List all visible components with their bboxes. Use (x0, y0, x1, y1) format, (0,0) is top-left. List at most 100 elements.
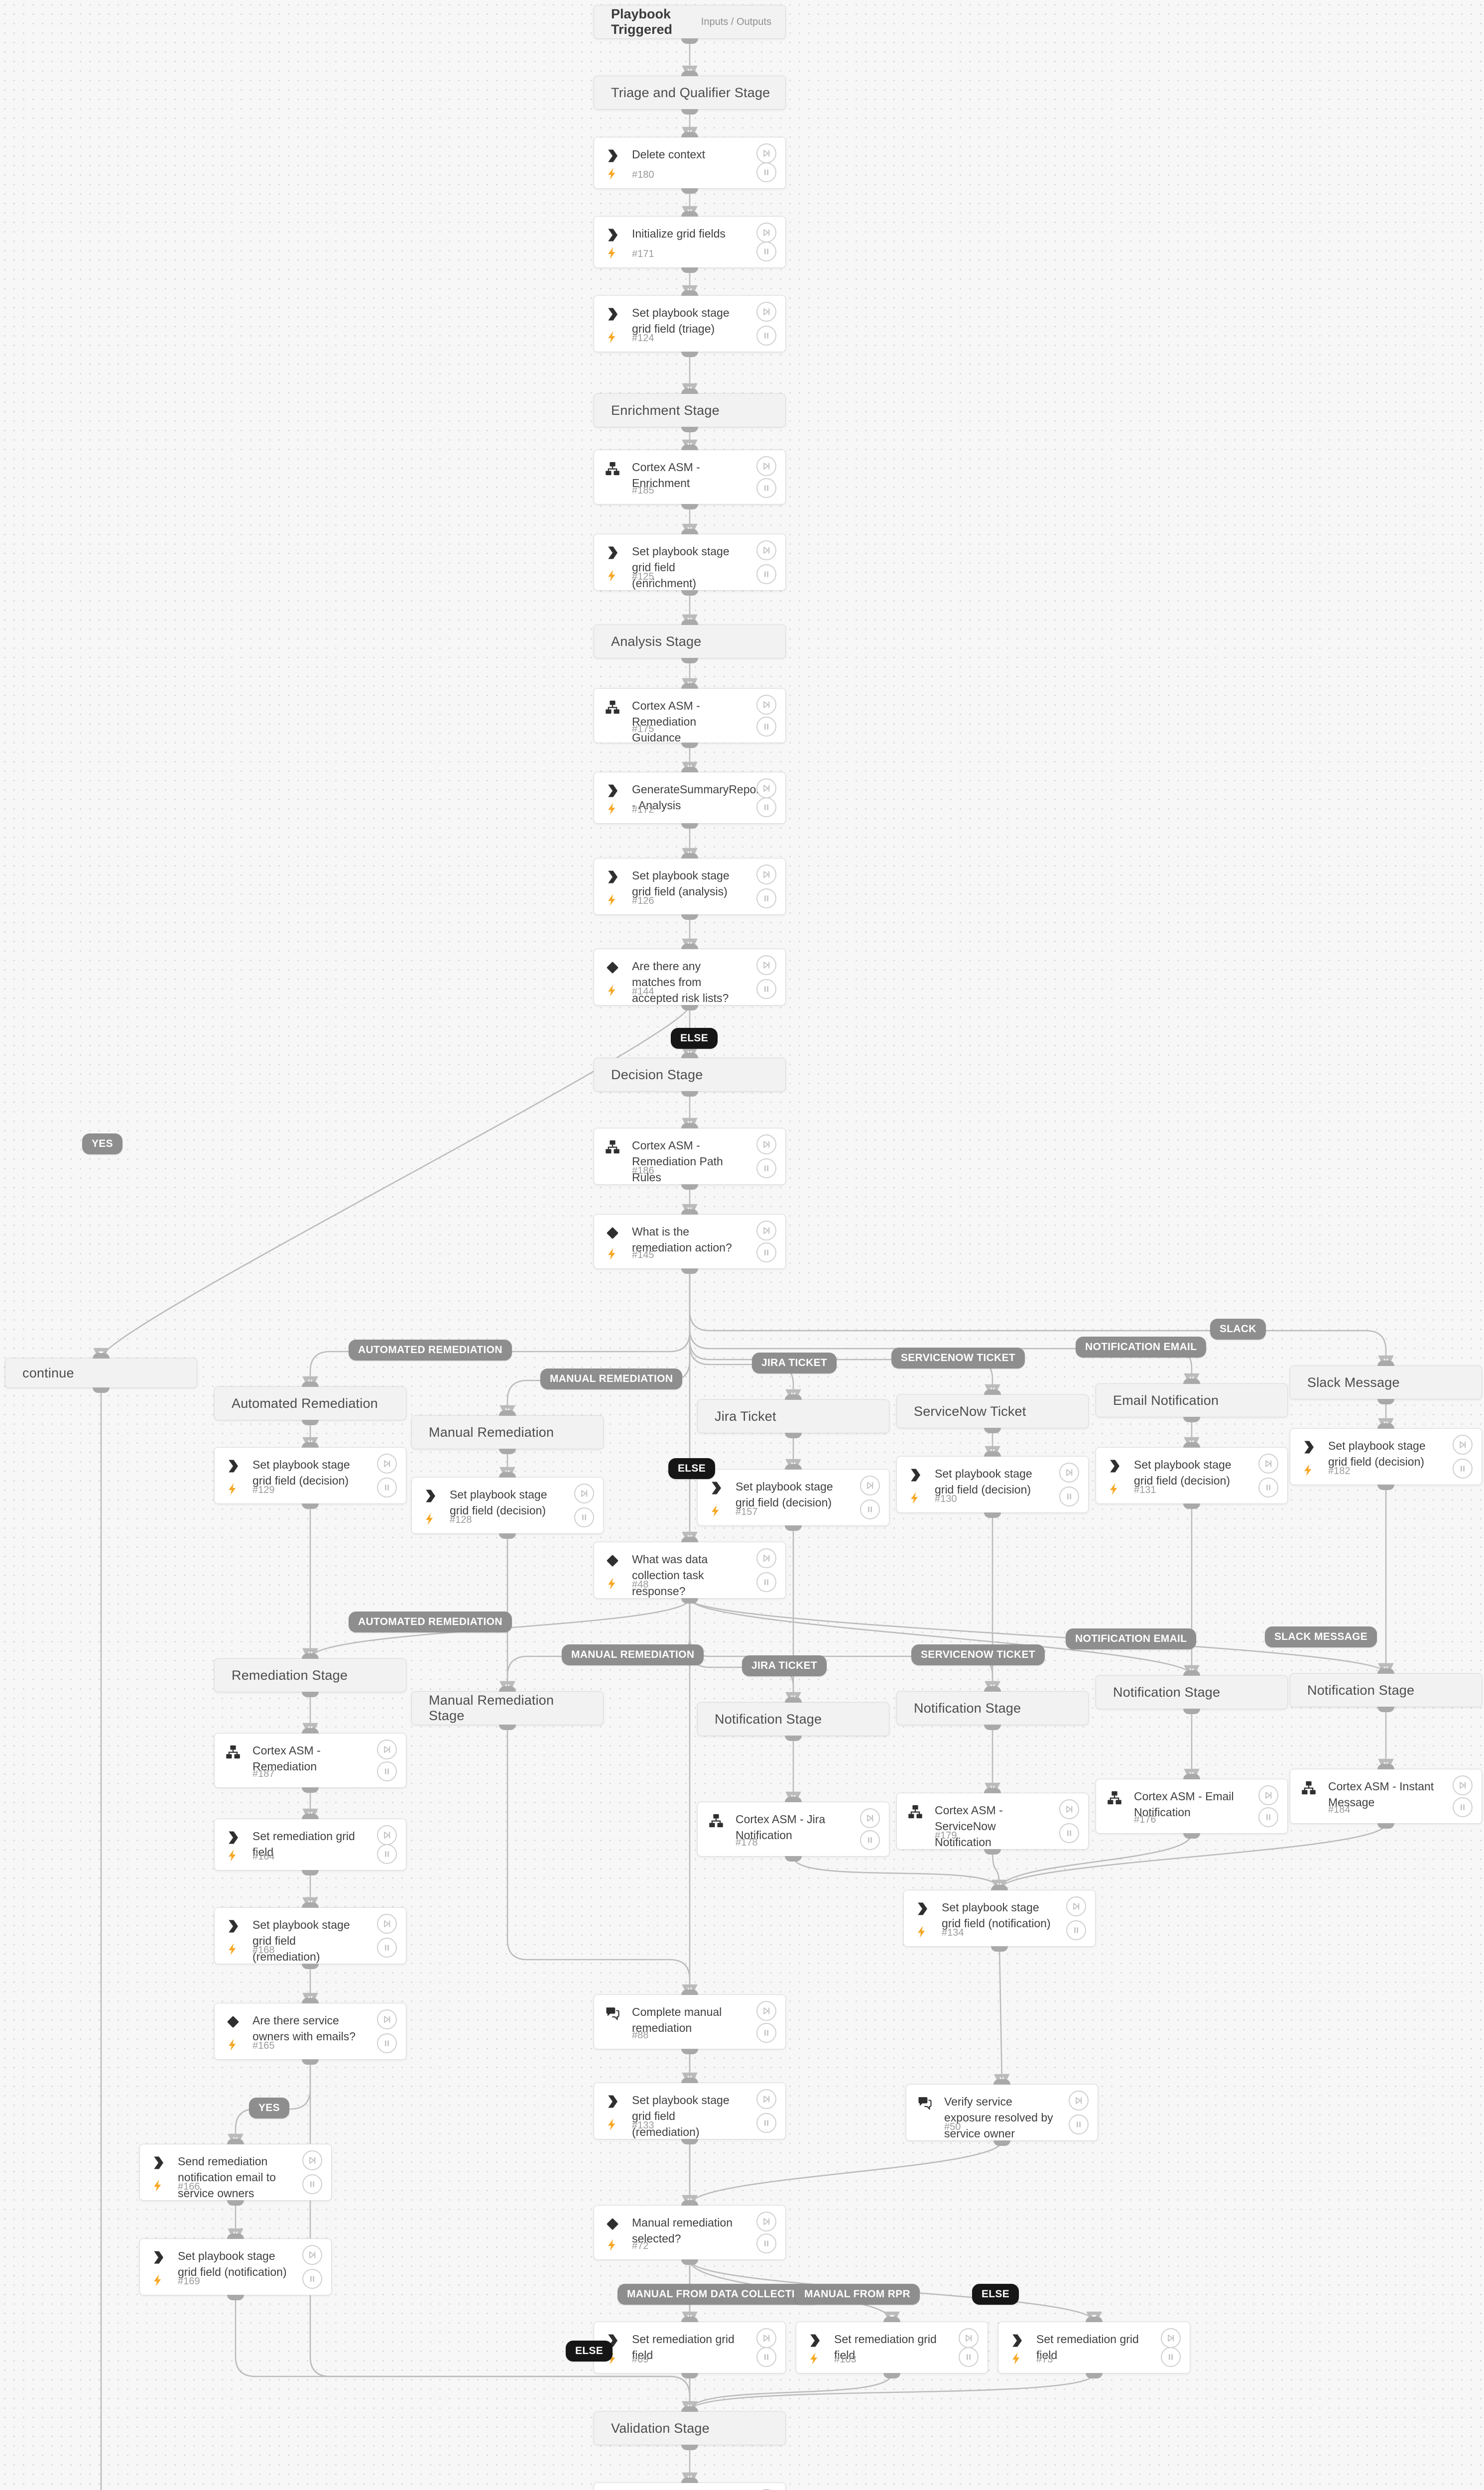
skip-task-button[interactable] (756, 456, 776, 476)
skip-task-button[interactable] (377, 1740, 397, 1759)
stage-manual-remediation-stage[interactable]: Manual Remediation Stage (411, 1686, 604, 1730)
task-set-stage-decision-manual[interactable]: Set playbook stage grid field (decision)… (411, 1472, 604, 1539)
skip-task-button[interactable] (756, 778, 776, 798)
stage-enrichment[interactable]: Enrichment Stage (594, 388, 786, 432)
pause-task-button[interactable] (756, 2234, 776, 2253)
task-cortex-asm-remediation[interactable]: Cortex ASM - Remediation#187 (214, 1728, 406, 1793)
skip-task-button[interactable] (756, 2212, 776, 2232)
skip-task-button[interactable] (756, 2089, 776, 2109)
task-set-stage-enrichment[interactable]: Set playbook stage grid field (enrichmen… (594, 529, 786, 596)
pause-task-button[interactable] (1059, 1487, 1079, 1506)
task-send-remediation-email[interactable]: Send remediation notification email to s… (139, 2139, 332, 2206)
stage-notification-jira[interactable]: Notification Stage (697, 1697, 889, 1741)
task-set-stage-analysis[interactable]: Set playbook stage grid field (analysis)… (594, 853, 786, 920)
task-set-remediation-grid-dc[interactable]: Set remediation grid field#69 (594, 2317, 786, 2378)
task-cortex-asm-servicenow-notification[interactable]: Cortex ASM - ServiceNow Notification#179 (896, 1788, 1089, 1855)
stage-automated-remediation[interactable]: Automated Remediation (214, 1381, 406, 1425)
stage-servicenow-ticket[interactable]: ServiceNow Ticket (896, 1389, 1089, 1433)
skip-task-button[interactable] (1453, 1435, 1473, 1455)
skip-task-button[interactable] (377, 2009, 397, 2029)
pause-task-button[interactable] (302, 2174, 322, 2194)
stage-jira-ticket[interactable]: Jira Ticket (697, 1394, 889, 1438)
task-cortex-asm-detect-service[interactable]: Cortex ASM - Detect Service#86 (594, 2478, 786, 2490)
stage-remediation[interactable]: Remediation Stage (214, 1653, 406, 1697)
pause-task-button[interactable] (1453, 1797, 1473, 1817)
skip-task-button[interactable] (1069, 2091, 1089, 2111)
skip-task-button[interactable] (756, 143, 776, 163)
skip-task-button[interactable] (377, 1454, 397, 1474)
condition-service-owners-emails[interactable]: Are there service owners with emails?#16… (214, 1998, 406, 2065)
pause-task-button[interactable] (756, 1572, 776, 1592)
pause-task-button[interactable] (756, 478, 776, 498)
pause-task-button[interactable] (1059, 1823, 1079, 1843)
stage-analysis[interactable]: Analysis Stage (594, 620, 786, 663)
task-set-stage-decision-slack[interactable]: Set playbook stage grid field (decision)… (1290, 1423, 1482, 1490)
pause-task-button[interactable] (1453, 1459, 1473, 1479)
skip-task-button[interactable] (756, 695, 776, 715)
task-cortex-asm-email-notification[interactable]: Cortex ASM - Email Notification#176 (1096, 1774, 1288, 1839)
pause-task-button[interactable] (574, 1507, 594, 1527)
pause-task-button[interactable] (756, 2347, 776, 2367)
skip-task-button[interactable] (377, 1825, 397, 1845)
skip-task-button[interactable] (1258, 1454, 1278, 1474)
task-set-stage-decision-automated[interactable]: Set playbook stage grid field (decision)… (214, 1442, 406, 1509)
pause-task-button[interactable] (756, 564, 776, 584)
pause-task-button[interactable] (756, 2113, 776, 2133)
stage-validation[interactable]: Validation Stage (594, 2406, 786, 2450)
skip-task-button[interactable] (959, 2328, 979, 2348)
skip-task-button[interactable] (574, 1484, 594, 1503)
skip-task-button[interactable] (377, 1914, 397, 1934)
pause-task-button[interactable] (302, 2269, 322, 2289)
task-cortex-asm-jira-notification[interactable]: Cortex ASM - Jira Notification#178 (697, 1797, 889, 1862)
stage-manual-remediation[interactable]: Manual Remediation (411, 1410, 604, 1454)
task-set-remediation-grid-rpr[interactable]: Set remediation grid field#103 (796, 2317, 988, 2378)
task-cortex-asm-enrichment[interactable]: Cortex ASM - Enrichment#185 (594, 445, 786, 509)
stage-notification-email[interactable]: Notification Stage (1096, 1670, 1288, 1714)
condition-accepted-risk-matches[interactable]: Are there any matches from accepted risk… (594, 944, 786, 1010)
pause-task-button[interactable] (860, 1499, 880, 1519)
pause-task-button[interactable] (756, 2023, 776, 2043)
task-set-remediation-grid-field[interactable]: Set remediation grid field#164 (214, 1814, 406, 1875)
inputs-outputs-link[interactable]: Inputs / Outputs (701, 16, 771, 27)
skip-task-button[interactable] (756, 955, 776, 975)
skip-task-button[interactable] (756, 540, 776, 560)
task-complete-manual-remediation[interactable]: Complete manual remediation#88 (594, 1990, 786, 2054)
pause-task-button[interactable] (756, 242, 776, 261)
task-cortex-asm-remediation-guidance[interactable]: Cortex ASM - Remediation Guidance#175 (594, 683, 786, 748)
skip-task-button[interactable] (756, 1134, 776, 1154)
task-cortex-asm-instant-message[interactable]: Cortex ASM - Instant Message#184 (1290, 1764, 1482, 1829)
pause-task-button[interactable] (959, 2347, 979, 2367)
task-set-remediation-grid-else[interactable]: Set remediation grid field#73 (998, 2317, 1190, 2378)
task-set-stage-decision-email[interactable]: Set playbook stage grid field (decision)… (1096, 1442, 1288, 1509)
task-set-stage-triage[interactable]: Set playbook stage grid field (triage)#1… (594, 290, 786, 357)
stage-continue[interactable]: continue (5, 1353, 197, 1393)
pause-task-button[interactable] (1069, 2115, 1089, 2134)
stage-notification-slack[interactable]: Notification Stage (1290, 1668, 1482, 1712)
stage-decision[interactable]: Decision Stage (594, 1053, 786, 1097)
task-delete-context[interactable]: Delete context#180 (594, 132, 786, 194)
skip-task-button[interactable] (756, 302, 776, 322)
skip-task-button[interactable] (1161, 2328, 1181, 2348)
pause-task-button[interactable] (377, 1844, 397, 1864)
pause-task-button[interactable] (756, 717, 776, 737)
stage-slack-message[interactable]: Slack Message (1290, 1361, 1482, 1404)
task-verify-service-exposure[interactable]: Verify service exposure resolved by serv… (906, 2079, 1098, 2146)
pause-task-button[interactable] (377, 2033, 397, 2053)
skip-task-button[interactable] (1059, 1463, 1079, 1483)
skip-task-button[interactable] (302, 2245, 322, 2265)
pause-task-button[interactable] (756, 1243, 776, 1262)
task-cortex-asm-remediation-path-rules[interactable]: Cortex ASM - Remediation Path Rules#186 (594, 1123, 786, 1190)
pause-task-button[interactable] (377, 1938, 397, 1958)
task-set-stage-decision-jira[interactable]: Set playbook stage grid field (decision)… (697, 1464, 889, 1531)
stage-notification-servicenow[interactable]: Notification Stage (896, 1686, 1089, 1730)
skip-task-button[interactable] (756, 1548, 776, 1568)
skip-task-button[interactable] (1453, 1775, 1473, 1795)
skip-task-button[interactable] (1059, 1799, 1079, 1819)
skip-task-button[interactable] (860, 1476, 880, 1495)
pause-task-button[interactable] (756, 162, 776, 182)
pause-task-button[interactable] (756, 326, 776, 346)
condition-manual-remediation-selected[interactable]: Manual remediation selected?#72 (594, 2200, 786, 2265)
skip-task-button[interactable] (1258, 1785, 1278, 1805)
skip-task-button[interactable] (756, 865, 776, 884)
